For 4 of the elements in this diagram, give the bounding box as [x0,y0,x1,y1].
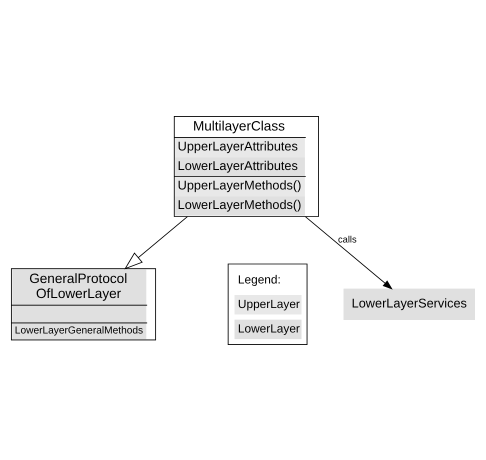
legend-label: LowerLayer [238,320,300,335]
label: Legend: [238,272,281,286]
edge-label: calls [338,234,357,244]
legend-label: UpperLayer [238,296,300,310]
